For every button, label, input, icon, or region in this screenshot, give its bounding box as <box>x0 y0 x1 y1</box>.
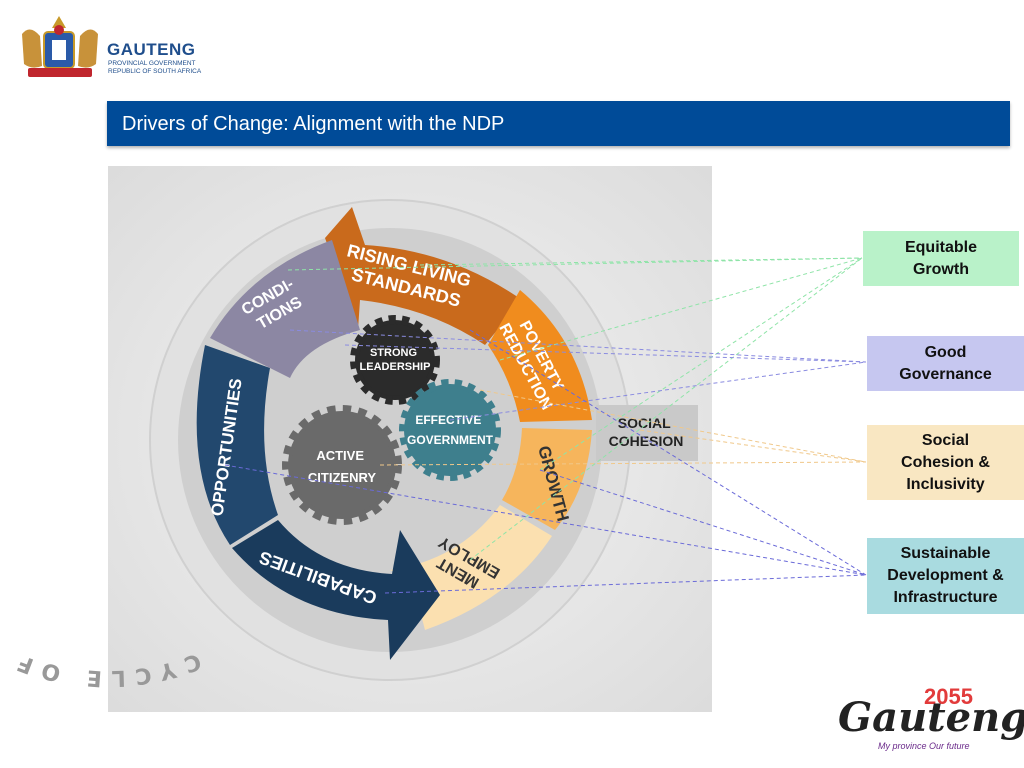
svg-text:EFFECTIVE GOVERNMENT: EFFECTIVE GOVERNMENT <box>407 413 494 447</box>
segment-opportunities: OPPORTUNITIES <box>196 345 278 545</box>
title-bar: Drivers of Change: Alignment with the ND… <box>107 101 1010 146</box>
svg-text:STRONG LEADERSHIP: STRONG LEADERSHIP <box>360 347 431 373</box>
logo-tagline: My province Our future <box>878 741 970 751</box>
social-cohesion-label: SOCIAL COHESION <box>596 405 698 461</box>
gauteng-logo: GAUTENG PROVINCIAL GOVERNMENT REPUBLIC O… <box>14 14 204 84</box>
connector-lines <box>224 257 867 594</box>
svg-text:ACTIVE CITIZENRY: ACTIVE CITIZENRY <box>308 448 376 485</box>
coat-of-arms-icon <box>22 16 98 77</box>
logo-name: GAUTENG <box>107 40 196 59</box>
gear-active-citizenry: ACTIVE CITIZENRY <box>282 405 402 525</box>
gauteng-2055-logo: 2055 Gauteng My province Our future <box>836 684 1024 758</box>
logo-subtitle: PROVINCIAL GOVERNMENT <box>108 60 196 67</box>
svg-text:SOCIAL COHESION: SOCIAL COHESION <box>609 415 684 449</box>
logo-country: REPUBLIC OF SOUTH AFRICA <box>108 68 202 75</box>
gear-effective-government: EFFECTIVE GOVERNMENT <box>399 379 501 481</box>
gear-strong-leadership: STRONG LEADERSHIP <box>350 315 440 405</box>
logo-wordmark: Gauteng <box>838 694 1024 741</box>
segment-growth: GROWTH <box>502 428 592 530</box>
logo-year: 2055 <box>924 684 973 709</box>
page-title: Drivers of Change: Alignment with the ND… <box>122 113 505 135</box>
